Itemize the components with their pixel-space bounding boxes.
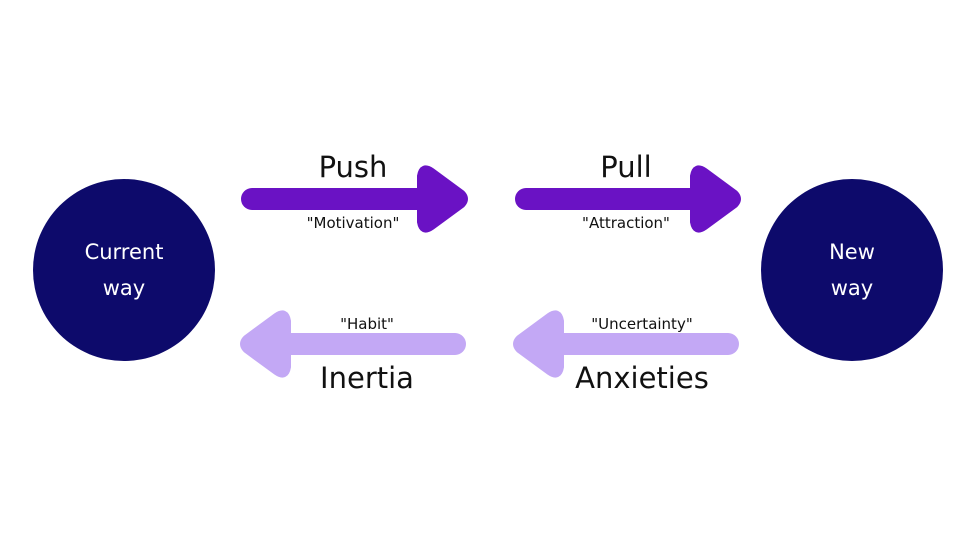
anxieties-arrow-head xyxy=(513,310,564,378)
new-way-label-line2: way xyxy=(830,276,874,300)
anxieties-quote: "Uncertainty" xyxy=(591,315,693,333)
current-way-label-line1: Current xyxy=(84,240,164,264)
inertia-label: Inertia xyxy=(320,361,414,395)
current-way-label-line2: way xyxy=(102,276,146,300)
push-arrow-head xyxy=(417,165,468,233)
anxieties-arrow xyxy=(513,310,739,378)
inertia-quote: "Habit" xyxy=(340,315,394,333)
push-quote: "Motivation" xyxy=(306,214,400,232)
new-way-node: New way xyxy=(761,179,943,361)
pull-quote: "Attraction" xyxy=(582,214,670,232)
current-way-node: Current way xyxy=(33,179,215,361)
anxieties-label: Anxieties xyxy=(575,361,709,395)
pull-arrow xyxy=(515,165,741,233)
pull-label: Pull xyxy=(600,150,652,184)
new-way-label-line1: New xyxy=(829,240,875,264)
pull-arrow-head xyxy=(690,165,741,233)
push-label: Push xyxy=(318,150,388,184)
push-arrow xyxy=(241,165,468,233)
inertia-arrow xyxy=(240,310,466,378)
inertia-arrow-head xyxy=(240,310,291,378)
